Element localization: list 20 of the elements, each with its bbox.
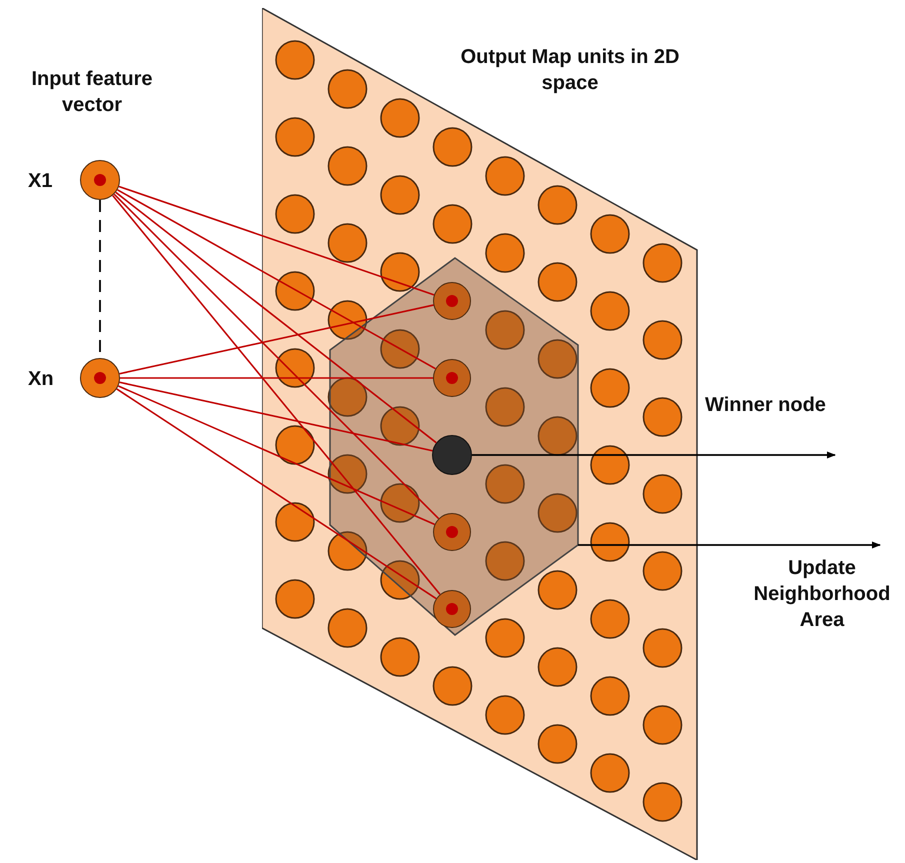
connection-line [117,189,436,370]
plane-title: Output Map units in 2D space [460,45,680,96]
node-label: X1 [28,169,54,194]
arrow [472,451,836,459]
arrow [578,541,881,549]
heading-text: Input feature vector [30,67,154,118]
connection-line [118,186,434,296]
connection-line [118,385,435,526]
connection-line [115,192,437,444]
connection-line [112,194,441,595]
neuron-circle [80,160,120,200]
node-label: Xn [28,367,55,392]
connection-line [120,377,433,379]
callout-text: Update Neighborhood Area [742,545,902,663]
connection-line [119,382,433,452]
callout-text: Winner node [705,392,895,455]
connection-line [116,388,437,600]
neuron-circle [80,358,120,398]
connection-line [119,304,434,374]
connection-line [114,194,440,520]
